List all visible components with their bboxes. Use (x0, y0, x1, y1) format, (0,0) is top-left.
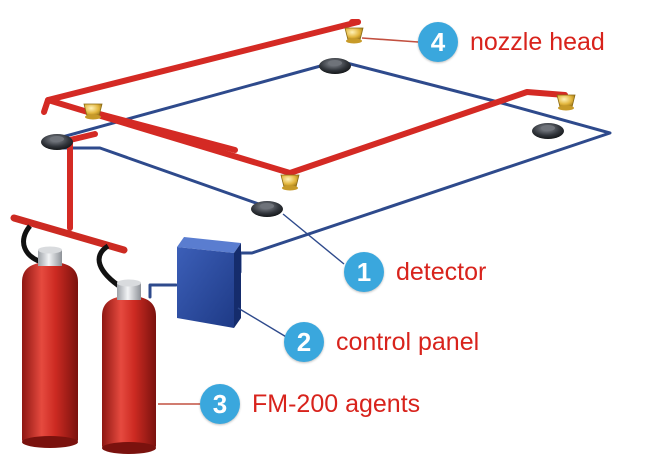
label-control-panel: 2 control panel (284, 322, 479, 362)
label-fm200-agents: 3 FM-200 agents (200, 384, 420, 424)
number-badge: 3 (200, 384, 240, 424)
nozzle-icon (344, 27, 364, 44)
label-nozzle-head: 4 nozzle head (418, 22, 605, 62)
detector-wiring (53, 58, 612, 299)
nozzle-icon (280, 174, 300, 191)
label-text: control panel (336, 327, 480, 356)
number-badge: 4 (418, 22, 458, 62)
label-text: FM-200 agents (252, 389, 421, 418)
detector-icon (319, 58, 351, 74)
control-panel-icon (177, 237, 241, 328)
number-badge: 1 (344, 252, 384, 292)
detector-icon (532, 123, 564, 139)
gas-cylinder-icon (102, 279, 156, 454)
leader-lines (158, 37, 419, 405)
label-detector: 1 detector (344, 252, 486, 292)
label-text: detector (396, 257, 487, 286)
label-text: nozzle head (470, 27, 605, 56)
nozzle-icon (83, 103, 103, 120)
detector-icon (41, 134, 73, 150)
leader-nozzle (361, 37, 419, 43)
leader-detector (282, 213, 345, 265)
nozzle-icon (556, 94, 576, 111)
leader-control-panel (237, 307, 289, 339)
number-badge: 2 (284, 322, 324, 362)
gas-cylinder-icon (22, 246, 78, 448)
detector-icon (251, 201, 283, 217)
